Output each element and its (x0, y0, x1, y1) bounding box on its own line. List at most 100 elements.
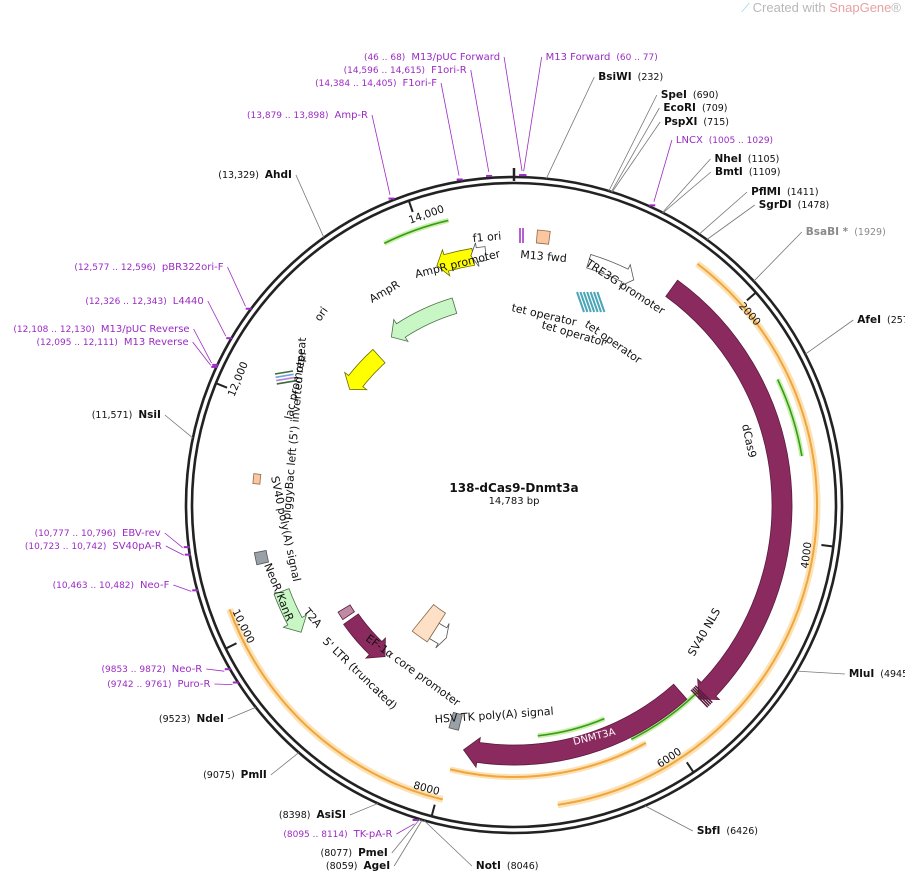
enzyme-pos-0: (232) (638, 72, 664, 83)
ori-label: ori (312, 305, 331, 324)
primer-leader-12 (173, 584, 192, 592)
enzyme-leader-6 (698, 191, 748, 235)
primer-label-7[interactable]: (12,326 .. 12,343)L4440 (85, 296, 203, 307)
enzyme-label-0[interactable]: BsiWI (232) (598, 71, 663, 83)
tick-mark-0 (746, 291, 757, 302)
enzyme-label-18[interactable]: (11,571)NsiI (92, 409, 161, 421)
enzyme-label-8[interactable]: BsaBI *(1929) (806, 226, 886, 238)
primer-label-2[interactable]: (14,596 .. 14,615)F1ori-R (344, 65, 467, 76)
enzyme-pos-14: (8077) (321, 848, 353, 859)
ampr-feature[interactable] (390, 297, 458, 343)
primer-name-7: L4440 (173, 296, 204, 307)
enzyme-label-2[interactable]: EcoRI(709) (663, 102, 727, 114)
primer-label-3[interactable]: (14,384 .. 14,405) F1ori-F (315, 78, 437, 89)
enzyme-label-14[interactable]: (8077) PmeI (321, 847, 388, 859)
enzyme-label-4[interactable]: NheI(1105) (714, 153, 779, 165)
primer-label-0[interactable]: (46 .. 68)M13/pUC Forward (364, 52, 500, 63)
primer-leader-15 (396, 823, 415, 835)
tet-operator-stripe-5 (593, 291, 602, 313)
plasmid-size: 14,783 bp (489, 496, 540, 507)
enzyme-label-12[interactable]: NotI(8046) (476, 860, 539, 872)
ori-feature[interactable] (343, 348, 386, 391)
enzyme-label-11[interactable]: SbfI(6426) (697, 825, 758, 837)
enzyme-leader-19 (295, 174, 325, 238)
enzyme-label-3[interactable]: PspXI(715) (664, 116, 729, 128)
ef1a-promoter-feature[interactable] (428, 622, 450, 649)
enzyme-pos-1: (690) (693, 90, 719, 101)
enzyme-pos-16: (9075) (203, 770, 235, 781)
piggybac-feature[interactable] (252, 473, 262, 485)
enzyme-label-9[interactable]: AfeI(2572) (857, 314, 905, 326)
features (252, 228, 793, 769)
lac-promoter-stripe-0 (274, 370, 294, 375)
enzyme-name-14: PmeI (358, 847, 388, 859)
enzyme-leader-13 (393, 819, 423, 867)
enzyme-pos-8: (1929) (854, 227, 886, 238)
primer-name-12: Neo-F (140, 580, 170, 591)
enzyme-label-13[interactable]: (8059)AgeI (326, 860, 390, 872)
tick-mark-4 (225, 642, 237, 650)
primer-label-10[interactable]: (10,777 .. 10,796)EBV-rev (35, 528, 161, 539)
primer-name-3: F1ori-F (403, 78, 438, 89)
enzyme-label-6[interactable]: PflMI(1411) (751, 186, 818, 198)
ampr-promoter-feature[interactable] (470, 242, 488, 267)
enzyme-label-10[interactable]: MluI(4945) (849, 668, 905, 680)
primer-label-11[interactable]: (10,723 .. 10,742) SV40pA-R (25, 541, 162, 552)
lac-promoter-feature[interactable] (274, 228, 524, 385)
enzyme-label-1[interactable]: SpeI(690) (661, 89, 719, 101)
tet-operator-feature[interactable] (576, 291, 606, 313)
primer-label-12[interactable]: (10,463 .. 10,482)Neo-F (53, 580, 170, 591)
f1-ori-label: f1 ori (472, 230, 502, 245)
primer-label-15[interactable]: (8095 .. 8114)TK-pA-R (283, 829, 392, 840)
primer-name-14: Puro-R (177, 679, 210, 690)
tet-on-feature[interactable] (343, 613, 386, 659)
orf-inner-arrow-dnmt3a-2-core (537, 717, 605, 737)
enzyme-name-4: NheI (714, 153, 741, 165)
lac-promoter-stripe-2 (276, 376, 295, 382)
primer-label-5[interactable]: LNCX(1005 .. 1029) (676, 135, 773, 146)
dnmt3a-feature[interactable] (462, 683, 688, 769)
primer-range-3: (14,384 .. 14,405) (315, 79, 396, 89)
sv40-polya-feature[interactable] (253, 550, 270, 566)
primer-leader-3 (440, 82, 460, 176)
enzyme-label-15[interactable]: (8398)AsiSI (279, 809, 346, 821)
enzyme-label-5[interactable]: BmtI(1109) (715, 166, 780, 178)
sv40-nls-feature[interactable] (690, 685, 713, 708)
tre3g-promoter-feature[interactable] (586, 254, 635, 288)
primer-label-8[interactable]: (12,108 .. 12,130)M13/pUC Reverse (13, 324, 189, 335)
enzyme-label-19[interactable]: (13,329)AhdI (218, 169, 292, 181)
enzyme-name-9: AfeI (857, 314, 881, 326)
ltr-feature[interactable] (411, 604, 447, 643)
enzyme-name-16: PmlI (241, 769, 267, 781)
f1-ori-feature[interactable] (436, 247, 476, 277)
primer-leader-0 (503, 56, 523, 172)
primer-leader-13 (206, 668, 225, 672)
primer-label-4[interactable]: (13,879 .. 13,898)Amp-R (247, 110, 368, 121)
enzyme-label-7[interactable]: SgrDI(1478) (759, 199, 829, 211)
primer-range-11: (10,723 .. 10,742) (25, 542, 106, 552)
neor-kanr-feature[interactable] (273, 588, 308, 633)
primer-leader-4 (371, 114, 391, 195)
enzyme-label-17[interactable]: (9523)NdeI (159, 713, 224, 725)
primer-leader-1 (523, 56, 543, 172)
primer-name-11: SV40pA-R (112, 541, 161, 552)
lac-promoter-stripe-1 (275, 373, 294, 379)
primer-label-6[interactable]: (12,577 .. 12,596)pBR322ori-F (74, 262, 223, 273)
tick-mark-1 (821, 543, 834, 548)
enzyme-name-0: BsiWI (598, 71, 631, 83)
primer-label-9[interactable]: (12,095 .. 12,111)M13 Reverse (36, 337, 188, 348)
tet-operator-stripe-4 (589, 291, 599, 313)
enzyme-label-16[interactable]: (9075) PmlI (203, 769, 267, 781)
primer-label-14[interactable]: (9742 .. 9761)Puro-R (107, 679, 210, 690)
primer-leader-7 (207, 300, 227, 337)
primer-label-13[interactable]: (9853 .. 9872)Neo-R (101, 664, 202, 675)
primer-label-1[interactable]: M13 Forward(60 .. 77) (546, 52, 658, 63)
t2a-feature[interactable] (337, 604, 355, 621)
hsv-tk-polya-label: HSV TK poly(A) signal (434, 705, 554, 726)
primer-leader-5 (653, 139, 673, 202)
tick-mark-6 (407, 200, 414, 213)
dcas9-label: dCas9 (739, 423, 759, 459)
m13-fwd-feature[interactable] (535, 229, 551, 245)
hsv-tk-polya-feature[interactable] (448, 711, 463, 731)
